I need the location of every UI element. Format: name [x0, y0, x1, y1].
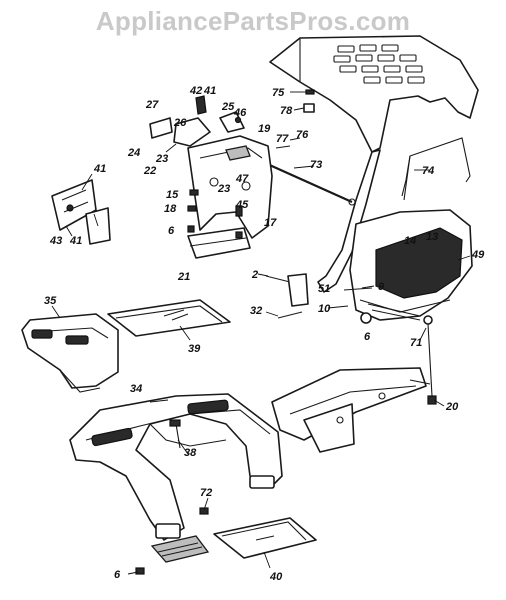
callout-41: 41 [93, 163, 106, 175]
callout-78: 78 [280, 105, 293, 117]
fender-extension-part [21, 313, 119, 393]
callout-15: 15 [166, 189, 179, 201]
callout-2: 2 [251, 269, 258, 281]
hood-support-wire-part [401, 137, 471, 201]
callout-25: 25 [221, 101, 235, 113]
callout-46: 46 [233, 107, 247, 119]
callout-14: 14 [404, 235, 416, 247]
callout-17: 17 [264, 217, 277, 229]
bracket-72-part [150, 535, 210, 563]
step-plate-part [213, 517, 317, 559]
callout-24: 24 [127, 147, 140, 159]
callout-18: 18 [164, 203, 177, 215]
callout-47: 47 [235, 173, 249, 185]
callout-13: 13 [426, 231, 438, 243]
callout-32: 32 [250, 305, 262, 317]
floor-plate-part [107, 299, 231, 337]
hardware-fasteners [135, 89, 437, 575]
callout-41: 41 [203, 85, 216, 97]
callout-77: 77 [276, 133, 289, 145]
callout-41: 41 [69, 235, 82, 247]
callout-49: 49 [471, 249, 485, 261]
callout-10: 10 [318, 303, 331, 315]
side-bracket-part [51, 179, 111, 245]
callout-76: 76 [296, 129, 309, 141]
callout-38: 38 [184, 447, 197, 459]
callout-75: 75 [272, 87, 285, 99]
callout-71: 71 [410, 337, 422, 349]
callout-72: 72 [200, 487, 212, 499]
callout-6: 6 [114, 569, 121, 581]
callout-19: 19 [258, 123, 271, 135]
callout-74: 74 [422, 165, 434, 177]
callout-51: 51 [318, 283, 330, 295]
callout-6: 6 [168, 225, 175, 237]
callout-27: 27 [145, 99, 159, 111]
callout-40: 40 [269, 571, 283, 583]
callout-45: 45 [235, 199, 249, 211]
callout-35: 35 [44, 295, 57, 307]
callout-21: 21 [177, 271, 190, 283]
callout-22: 22 [143, 165, 156, 177]
hood-part [269, 35, 479, 293]
mounting-bracket-part [187, 227, 251, 259]
callout-43: 43 [49, 235, 62, 247]
callout-20: 20 [445, 401, 459, 413]
frame-chassis-part [271, 367, 431, 453]
leader-lines [51, 91, 471, 575]
callout-23: 23 [155, 153, 168, 165]
grille-panel-part [349, 209, 473, 321]
rear-fender-part [69, 393, 283, 541]
callout-labels: 2 6 6 6 9 10 13 14 15 17 18 19 20 21 22 … [44, 85, 485, 583]
callout-26: 26 [173, 117, 187, 129]
callout-9: 9 [378, 281, 385, 293]
callout-23: 23 [217, 183, 230, 195]
callout-73: 73 [310, 159, 322, 171]
callout-34: 34 [130, 383, 142, 395]
callout-6: 6 [364, 331, 371, 343]
callout-42: 42 [189, 85, 202, 97]
callout-39: 39 [188, 343, 201, 355]
dash-bracket-part [187, 135, 273, 239]
watermark-text: AppliancePartsPros.com [95, 6, 411, 36]
switch-plate-part [149, 95, 245, 147]
